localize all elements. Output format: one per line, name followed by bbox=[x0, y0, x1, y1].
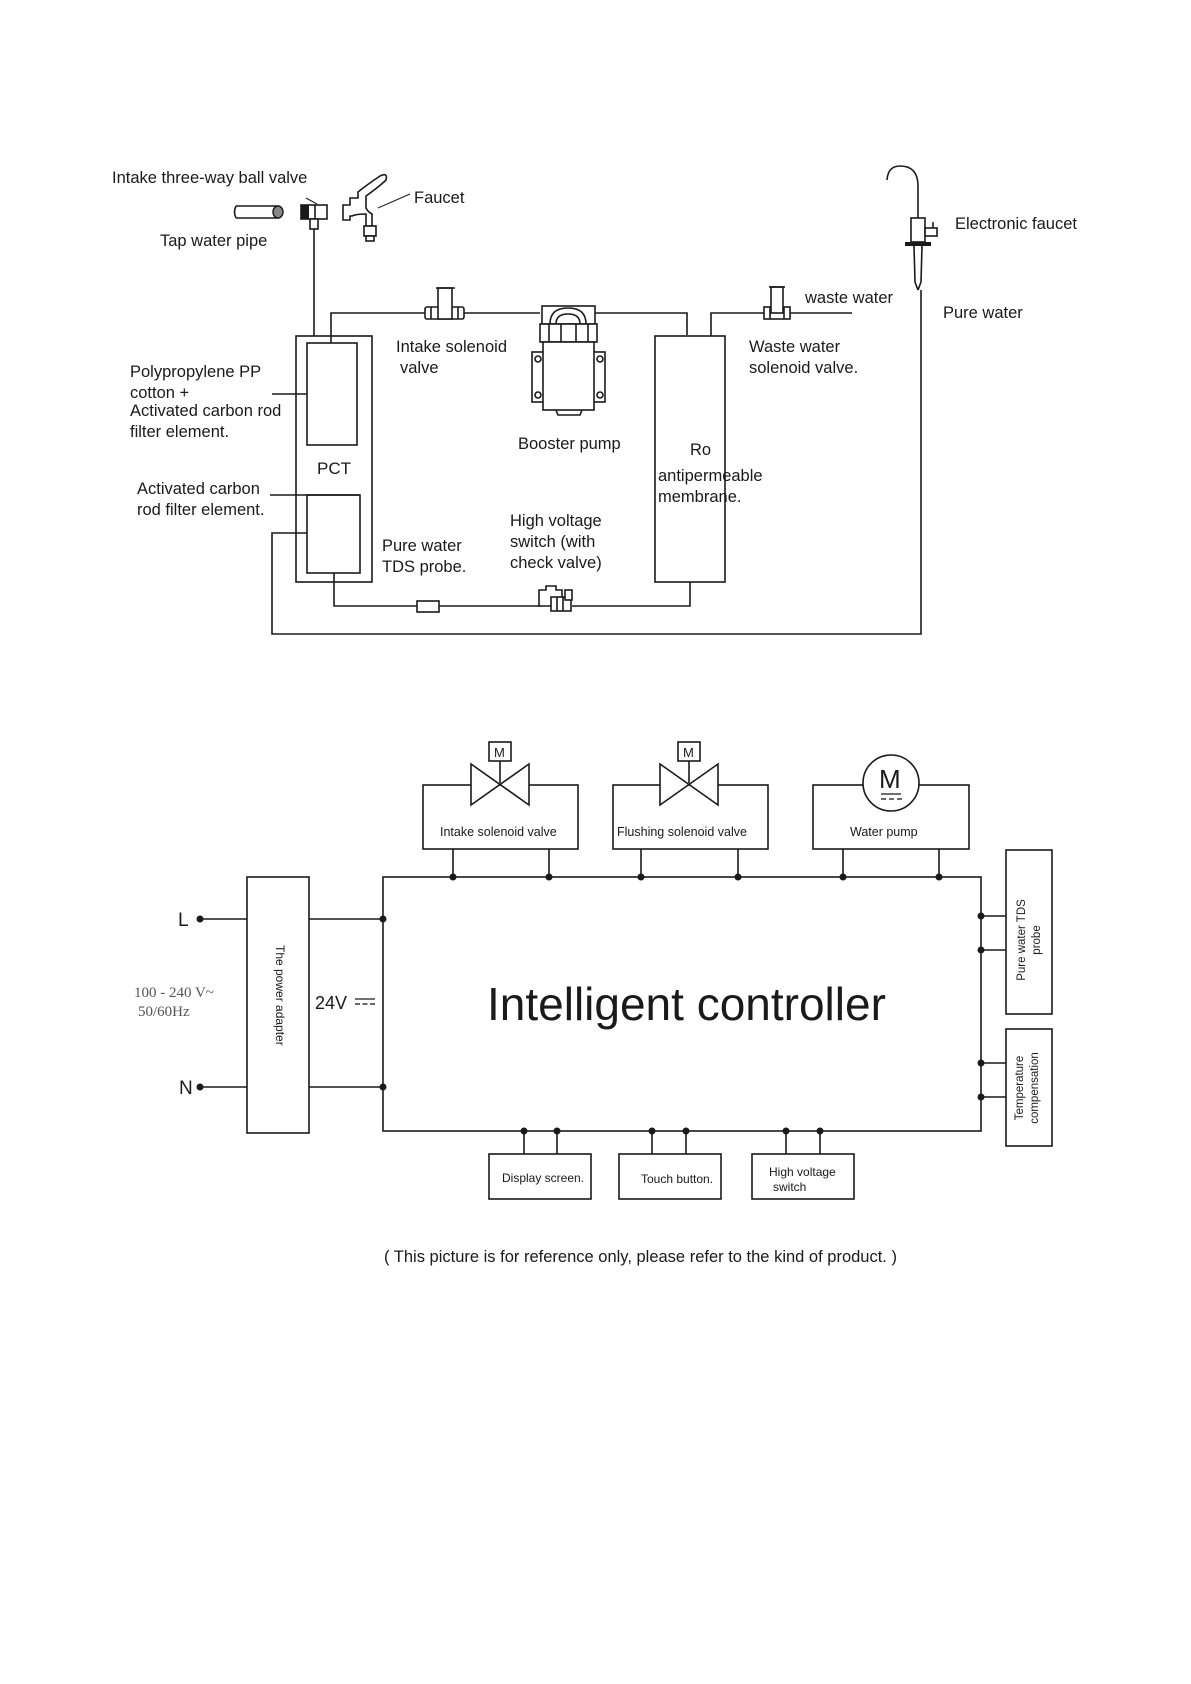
output-voltage-label: 24V bbox=[315, 993, 347, 1013]
bottom-component-label-2: switch bbox=[773, 1180, 806, 1194]
tap-water-pipe-icon bbox=[233, 205, 284, 219]
hv-switch-label-3: check valve) bbox=[510, 554, 602, 572]
top-component-water-pump: M Water pump bbox=[812, 754, 970, 881]
tds-probe-label-1: Pure water bbox=[382, 537, 462, 555]
carbon-filter-label-1: Activated carbon bbox=[137, 480, 260, 498]
top-component-label: Water pump bbox=[850, 825, 918, 839]
pipe-carbon-to-tds bbox=[333, 573, 417, 607]
ro-label-2: antipermeable bbox=[658, 467, 763, 485]
right-component-label-2: probe bbox=[1031, 925, 1043, 954]
pct-label: PCT bbox=[317, 459, 351, 478]
faucet-icon bbox=[342, 173, 411, 242]
pure-water-label: Pure water bbox=[943, 304, 1023, 322]
pipe-pct-to-intake-valve bbox=[330, 312, 425, 343]
wiring-diagram: Intelligent controller The power adapter… bbox=[134, 741, 1053, 1200]
waste-water-label: waste water bbox=[804, 289, 894, 307]
pct-filter-housing: PCT bbox=[295, 335, 373, 583]
dc-symbol-icon bbox=[355, 998, 375, 1005]
intake-solenoid-label-1: Intake solenoid bbox=[396, 338, 507, 356]
ro-label-1: Ro bbox=[690, 441, 711, 459]
pp-filter-label-4: filter element. bbox=[130, 423, 229, 441]
right-component-label-2: compensation bbox=[1029, 1052, 1041, 1124]
pipe-ro-to-waste-valve bbox=[710, 312, 764, 336]
bottom-component-high-voltage-switch: High voltage switch bbox=[751, 1127, 855, 1200]
carbon-filter-label-2: rod filter element. bbox=[137, 501, 264, 519]
reference-footnote: ( This picture is for reference only, pl… bbox=[384, 1248, 897, 1266]
pp-filter-label-3: Activated carbon rod bbox=[130, 402, 281, 420]
valve-motor-symbol: M bbox=[683, 745, 694, 760]
pipe-hv-switch-to-ro bbox=[572, 582, 691, 607]
top-component-label: Flushing solenoid valve bbox=[617, 825, 747, 839]
motor-symbol-icon bbox=[862, 754, 920, 812]
ro-label-3: membrane. bbox=[658, 488, 741, 506]
bottom-component-label: Touch button. bbox=[641, 1172, 713, 1186]
right-component-pure-water-tds-probe: Pure water TDS probe bbox=[977, 849, 1053, 1015]
intake-solenoid-valve-icon bbox=[424, 287, 465, 320]
input-frequency-label: 50/60Hz bbox=[138, 1004, 190, 1020]
booster-pump-label: Booster pump bbox=[518, 435, 621, 453]
tds-probe-label-2: TDS probe. bbox=[382, 558, 466, 576]
plumbing-diagram: Intake three-way ball valve Faucet Tap w… bbox=[112, 165, 1077, 635]
right-component-label-1: Pure water TDS bbox=[1016, 899, 1028, 981]
electronic-faucet-label: Electronic faucet bbox=[955, 215, 1077, 233]
pp-cotton-filter-element bbox=[306, 342, 358, 446]
bottom-component-label: Display screen. bbox=[502, 1171, 584, 1185]
intake-ball-valve-label: Intake three-way ball valve bbox=[112, 169, 307, 187]
pipe-pure-water-loop bbox=[271, 290, 922, 635]
intelligent-controller-box bbox=[382, 876, 982, 1132]
live-terminal-label: L bbox=[178, 910, 189, 931]
tds-probe-icon bbox=[416, 600, 440, 613]
pp-filter-label-1: Polypropylene PP bbox=[130, 363, 261, 381]
pp-filter-label-2: cotton + bbox=[130, 384, 189, 402]
pump-motor-symbol: M bbox=[879, 764, 901, 794]
pipe-pump-to-ro bbox=[595, 312, 688, 335]
controller-title: Intelligent controller bbox=[487, 978, 886, 1030]
valve-symbol-icon bbox=[659, 762, 719, 807]
neutral-terminal-label: N bbox=[179, 1078, 193, 1099]
power-adapter-label: The power adapter bbox=[273, 945, 287, 1046]
hv-switch-label-2: switch (with bbox=[510, 533, 595, 551]
input-voltage-label: 100 - 240 V~ bbox=[134, 985, 214, 1001]
booster-pump-icon bbox=[531, 305, 606, 416]
waste-solenoid-label-1: Waste water bbox=[749, 338, 841, 356]
waste-solenoid-valve-icon bbox=[763, 286, 791, 320]
bottom-component-touch-button: Touch button. bbox=[618, 1127, 722, 1200]
electronic-faucet-icon bbox=[886, 165, 938, 291]
top-component-flushing-solenoid-valve: M Flushing solenoid valve bbox=[612, 741, 769, 881]
right-component-temperature-compensation: Temperature compensation bbox=[977, 1028, 1053, 1147]
ro-membrane-housing bbox=[654, 335, 726, 583]
tap-water-pipe-label: Tap water pipe bbox=[160, 232, 267, 250]
power-adapter-box bbox=[246, 876, 310, 1134]
intake-solenoid-label-2: valve bbox=[400, 359, 439, 377]
faucet-label: Faucet bbox=[414, 189, 465, 207]
waste-solenoid-label-2: solenoid valve. bbox=[749, 359, 858, 377]
valve-motor-symbol: M bbox=[494, 745, 505, 760]
top-component-intake-solenoid-valve: M Intake solenoid valve bbox=[422, 741, 579, 881]
carbon-rod-filter-element bbox=[306, 494, 361, 574]
right-component-label-1: Temperature bbox=[1014, 1056, 1026, 1121]
top-component-label: Intake solenoid valve bbox=[440, 825, 557, 839]
valve-symbol-icon bbox=[470, 762, 530, 807]
bottom-component-display-screen: Display screen. bbox=[488, 1127, 592, 1200]
hv-switch-label-1: High voltage bbox=[510, 512, 602, 530]
bottom-component-label-1: High voltage bbox=[769, 1165, 836, 1179]
high-voltage-switch-icon bbox=[538, 585, 573, 612]
three-way-ball-valve-icon bbox=[300, 197, 328, 336]
